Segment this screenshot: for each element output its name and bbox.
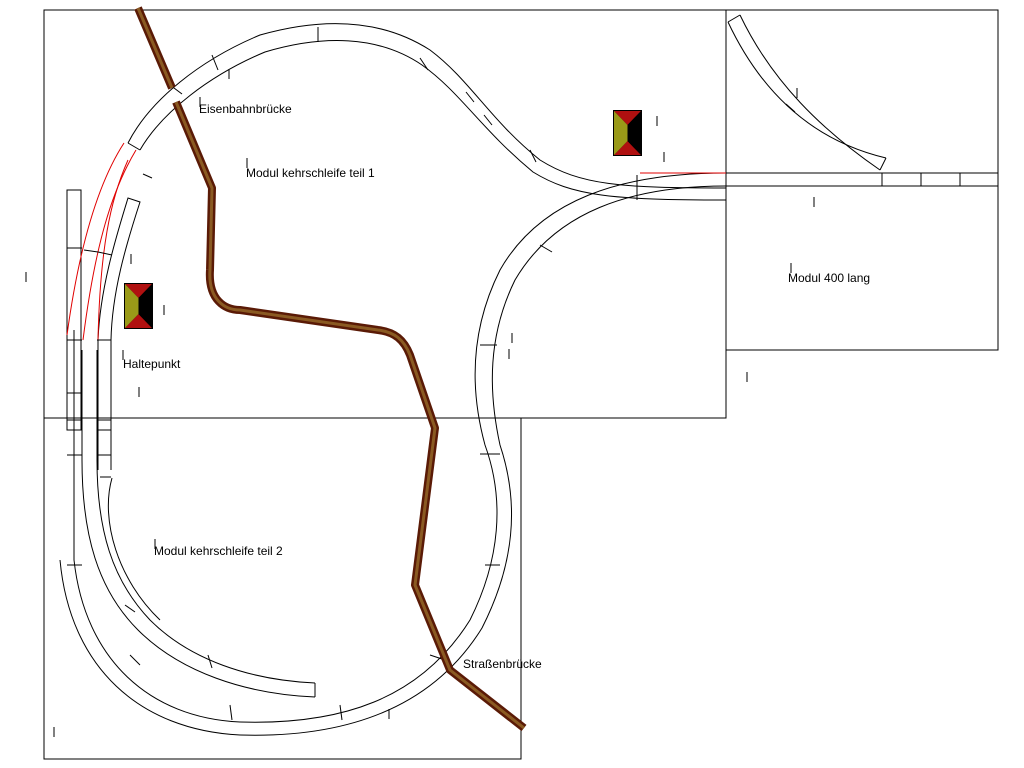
track-right-loop[interactable] (59, 172, 727, 736)
label-strassenbruecke: Straßenbrücke (463, 657, 542, 671)
station-tracks[interactable] (66, 189, 141, 470)
track-upper-loop[interactable] (127, 23, 727, 201)
position-markers (25, 69, 815, 737)
track-modul-400[interactable] (726, 14, 998, 187)
station-building-icon[interactable] (613, 110, 642, 156)
diagram-labels: Eisenbahnbrücke Modul kehrschleife teil … (123, 102, 870, 671)
label-modul-400-lang: Modul 400 lang (788, 271, 870, 285)
module-boards (43, 9, 999, 760)
label-modul-kehrschleife-1: Modul kehrschleife teil 1 (246, 166, 375, 180)
label-eisenbahnbruecke: Eisenbahnbrücke (199, 102, 292, 116)
module-400-lang-board[interactable] (725, 9, 999, 351)
label-modul-kehrschleife-2: Modul kehrschleife teil 2 (154, 544, 283, 558)
track-joiners (67, 27, 961, 721)
module-kehrschleife-2-board[interactable] (43, 417, 522, 760)
switch-highlights (66, 142, 726, 341)
label-haltepunkt: Haltepunkt (123, 357, 181, 371)
track-inner-lower-loop[interactable] (81, 350, 316, 698)
road[interactable] (134, 6, 527, 732)
station-building-icon[interactable] (124, 283, 153, 329)
